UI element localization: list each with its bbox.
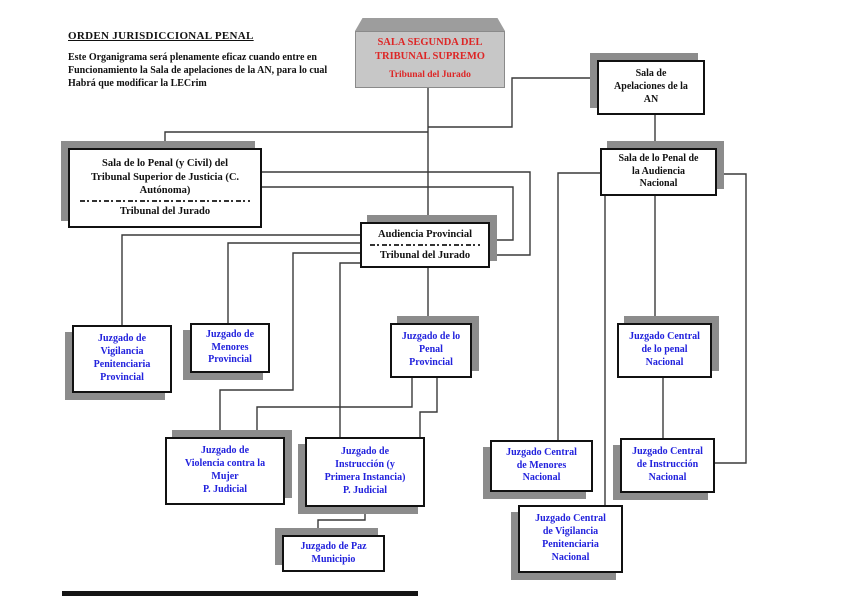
node-title: SALA SEGUNDA DEL TRIBUNAL SUPREMO (375, 37, 485, 62)
node-title: Juzgado Central de Vigilancia Penitencia… (535, 513, 606, 563)
node-sala-penal-tsj: Sala de lo Penal (y Civil) del Tribunal … (68, 148, 262, 228)
dash-dot-divider (80, 200, 250, 203)
node-title: Juzgado Central de lo penal Nacional (629, 331, 700, 368)
node-juzgado-instruccion: Juzgado de Instrucción (y Primera Instan… (305, 437, 425, 507)
node-title: Juzgado de Menores Provincial (205, 328, 255, 366)
dash-dot-divider (369, 244, 481, 246)
node-juzgado-paz-municipio: Juzgado de Paz Municipio (282, 535, 385, 572)
legend-note: ORDEN JURISDICCIONAL PENAL Este Organigr… (68, 30, 353, 90)
node-title: Juzgado Central de Instrucción Nacional (632, 446, 703, 483)
node-sala-penal-audiencia-nacional: Sala de lo Penal de la Audiencia Naciona… (600, 148, 717, 196)
node-juzgado-central-vigilancia: Juzgado Central de Vigilancia Penitencia… (518, 505, 623, 573)
node-audiencia-provincial: Audiencia Provincial Tribunal del Jurado (360, 222, 490, 268)
node-title: Juzgado de Vigilancia Penitenciaria Prov… (93, 333, 151, 383)
node-juzgado-central-instruccion: Juzgado Central de Instrucción Nacional (620, 438, 715, 493)
node-title: Juzgado de lo Penal Provincial (401, 331, 461, 368)
node-juzgado-central-penal: Juzgado Central de lo penal Nacional (617, 323, 712, 378)
node-juzgado-central-menores: Juzgado Central de Menores Nacional (490, 440, 593, 492)
node-sala-segunda-tribunal-supremo: SALA SEGUNDA DEL TRIBUNAL SUPREMO Tribun… (355, 18, 505, 88)
node-title: Juzgado de Instrucción (y Primera Instan… (324, 446, 406, 496)
node-juzgado-menores-provincial: Juzgado de Menores Provincial (190, 323, 270, 373)
node-title: Sala de lo Penal (y Civil) del Tribunal … (90, 158, 240, 196)
node-juzgado-vigilancia-provincial: Juzgado de Vigilancia Penitenciaria Prov… (72, 325, 172, 393)
node-title: Sala de lo Penal de la Audiencia Naciona… (618, 152, 699, 190)
node-subtitle: Tribunal del Jurado (119, 206, 211, 218)
box-3d-top-face (355, 18, 505, 31)
box-3d-front-face: SALA SEGUNDA DEL TRIBUNAL SUPREMO Tribun… (355, 31, 505, 88)
node-title: Juzgado de Violencia contra la Mujer P. … (184, 445, 266, 495)
node-sala-apelaciones-an: Sala de Apelaciones de la AN (597, 60, 705, 115)
node-title: Juzgado de Paz Municipio (300, 540, 367, 565)
diagram-note-text: Este Organigrama será plenamente eficaz … (68, 52, 328, 89)
node-title: Juzgado Central de Menores Nacional (506, 446, 577, 484)
node-subtitle: Tribunal del Jurado (379, 250, 471, 261)
node-title: Sala de Apelaciones de la AN (614, 68, 688, 105)
bottom-rule (62, 591, 418, 596)
node-juzgado-violencia-mujer: Juzgado de Violencia contra la Mujer P. … (165, 437, 285, 505)
node-title: Audiencia Provincial (377, 228, 473, 240)
node-juzgado-penal-provincial: Juzgado de lo Penal Provincial (390, 323, 472, 378)
diagram-title: ORDEN JURISDICCIONAL PENAL (68, 30, 254, 42)
node-subtitle: Tribunal del Jurado (389, 69, 471, 80)
